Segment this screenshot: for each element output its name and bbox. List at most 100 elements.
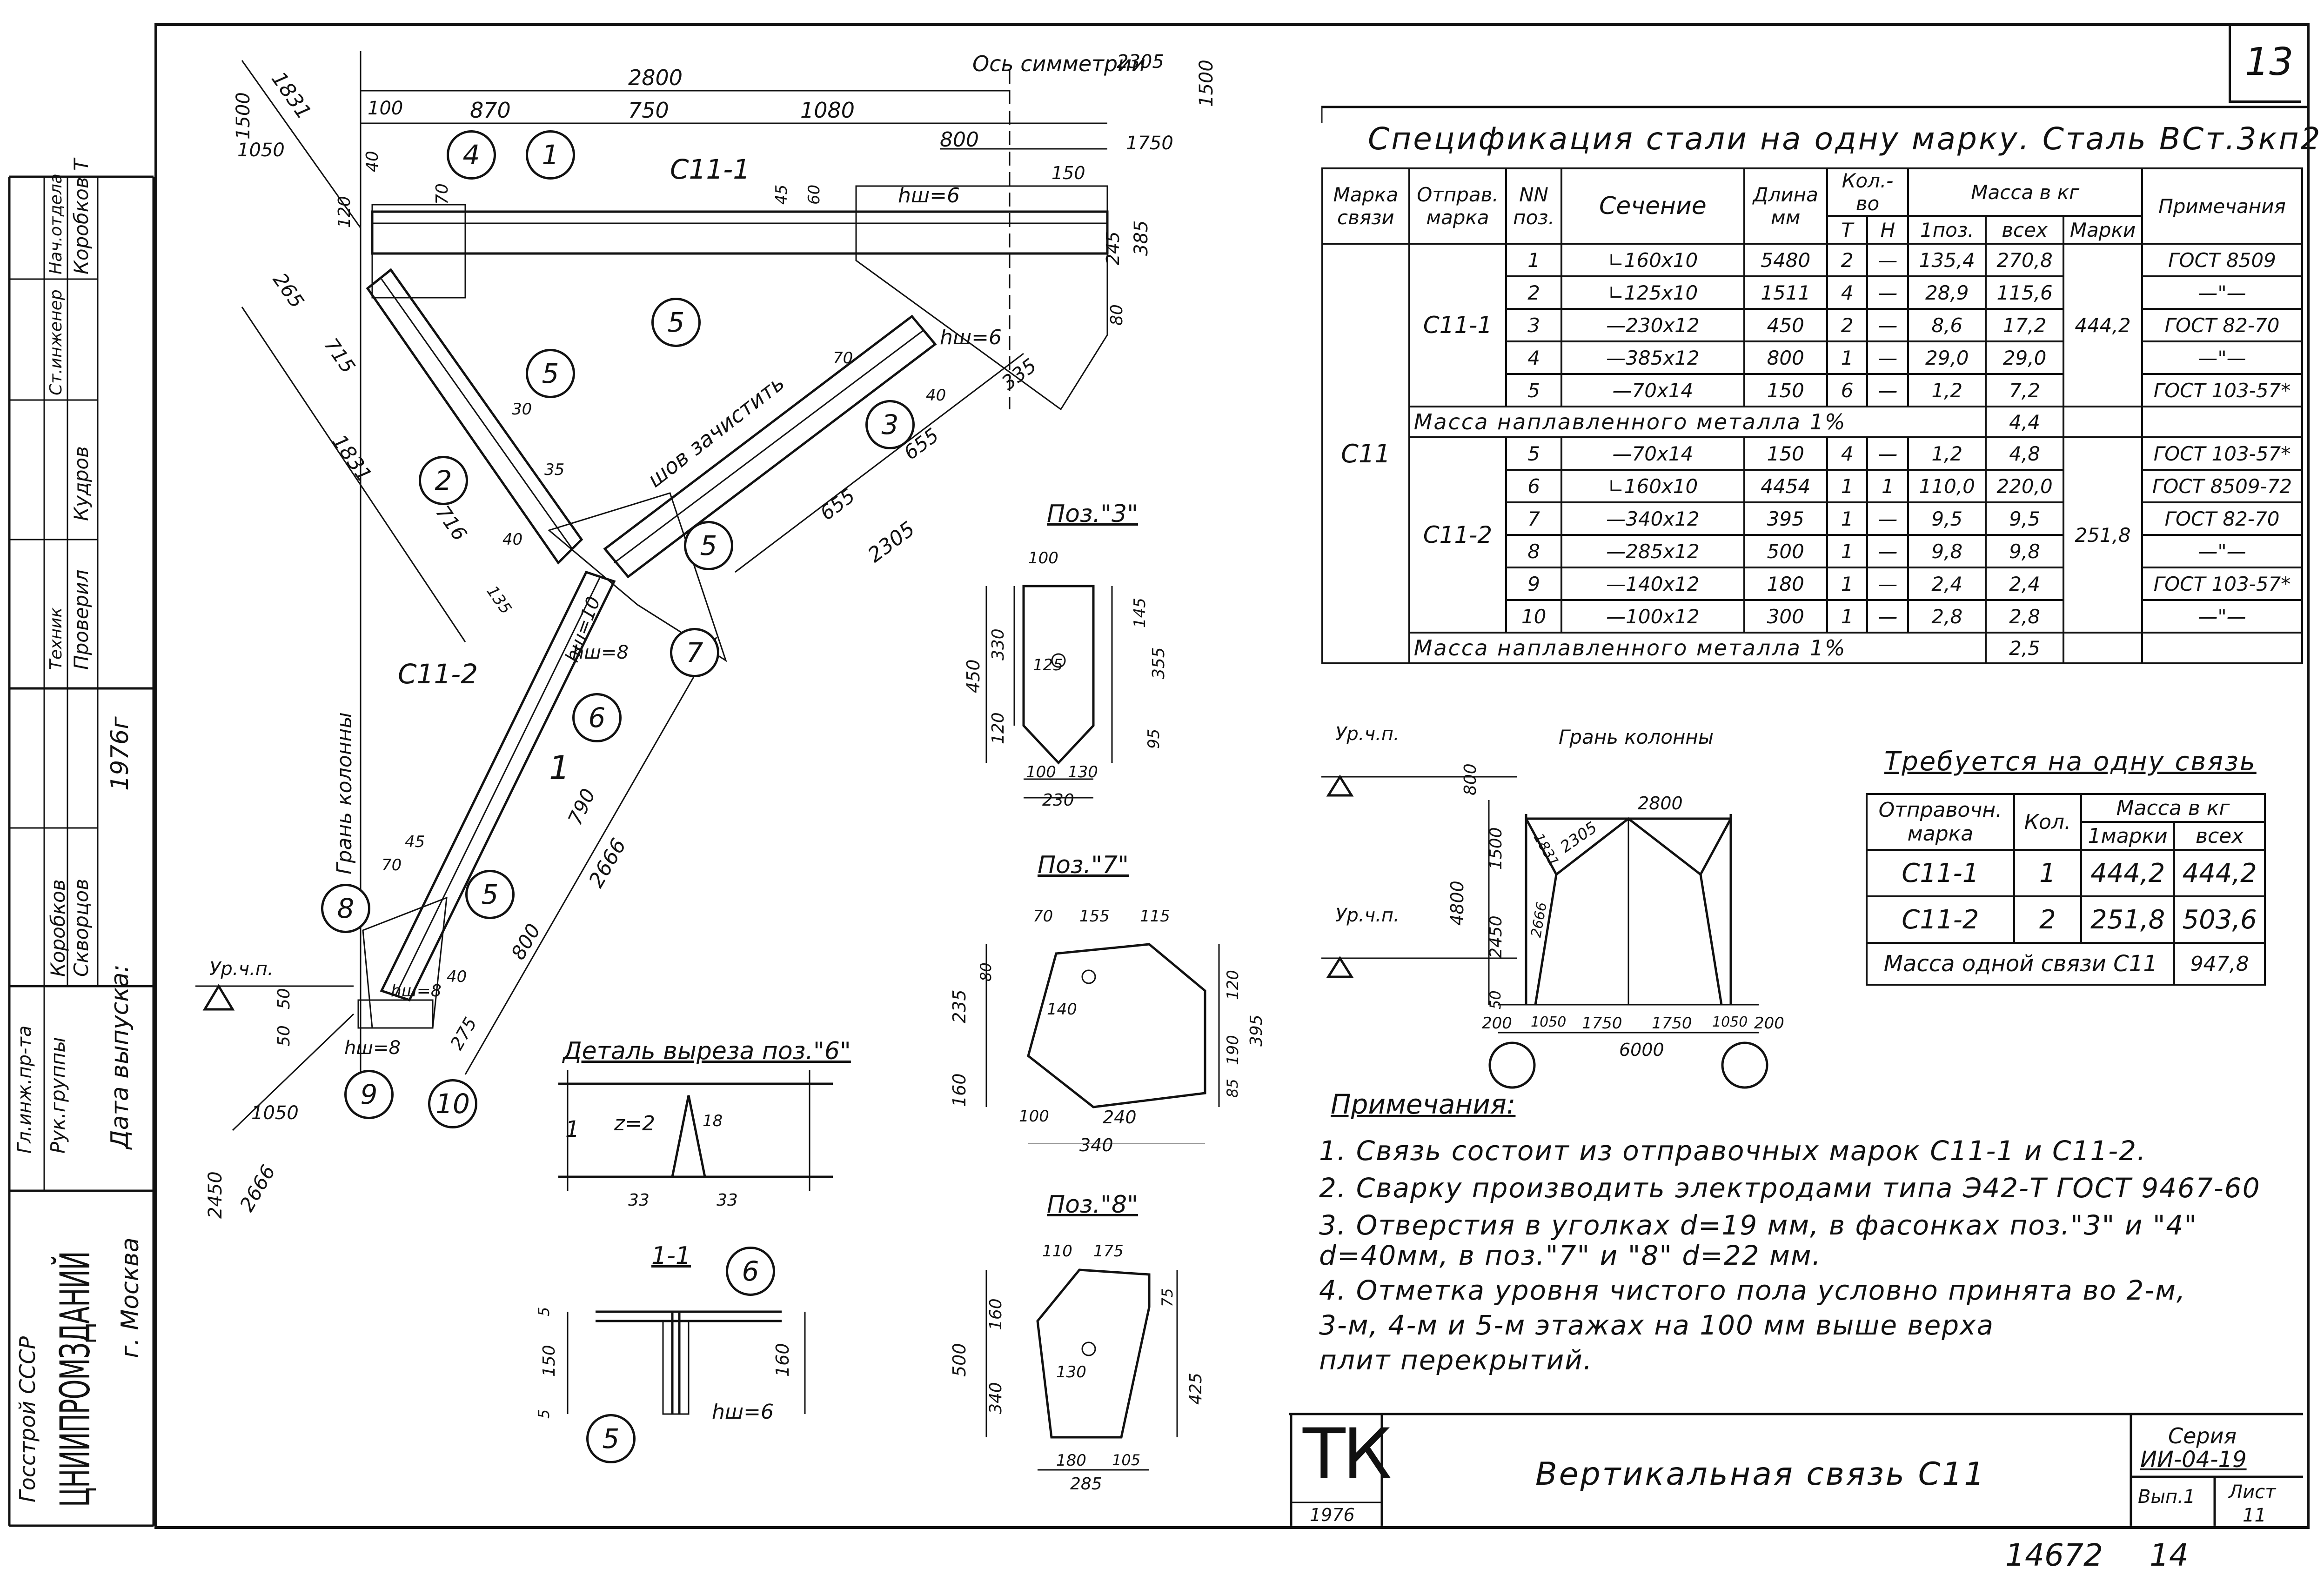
- spec-cell: —: [1866, 243, 1909, 277]
- spec-cell: ГОСТ 8509: [2141, 243, 2303, 277]
- axis-label: Ось симметрии: [972, 51, 1145, 76]
- dim-1050b: 1050: [251, 1102, 299, 1124]
- spec-cell: 4,8: [1985, 436, 2064, 471]
- spec-cell: 7,2: [1985, 373, 2064, 407]
- spec-title: Спецификация стали на одну марку. Сталь …: [1368, 121, 2322, 157]
- pos-marker-2: 2: [419, 456, 468, 505]
- dim-1500b: 1500: [1196, 60, 1217, 107]
- scheme-d2450: 2450: [1487, 915, 1506, 958]
- dim-45b: 45: [405, 833, 425, 851]
- column-face-label: Грань колонны: [333, 712, 356, 874]
- spec-cell: —"—: [2141, 534, 2303, 568]
- det7-d395: 395: [1247, 1014, 1266, 1047]
- bottom-number: 14672: [2005, 1537, 2103, 1573]
- dim-1500a: 1500: [233, 92, 254, 140]
- spec-cell: 2,8: [1907, 599, 1987, 634]
- spec-cell: 8,6: [1907, 308, 1987, 342]
- scheme-bottom-1750b: 1750: [1652, 1014, 1692, 1033]
- detail-pos3-title: Поз."3": [1047, 500, 1139, 528]
- spec-cell: 150: [1743, 436, 1828, 471]
- dim-750: 750: [628, 98, 669, 123]
- scheme-d1500: 1500: [1487, 827, 1506, 870]
- pos-marker-1: 1: [526, 130, 575, 180]
- spec-h-m1: 1поз.: [1907, 215, 1987, 245]
- spec-g1-weld-label: Масса наплавленного металла 1%: [1408, 406, 1987, 438]
- dim-70a: 70: [433, 183, 452, 205]
- spec-cell: —"—: [2141, 340, 2303, 375]
- dim-1080: 1080: [800, 98, 855, 123]
- det7-d70: 70: [1033, 907, 1053, 926]
- req-h-qty: Кол.: [2013, 793, 2083, 851]
- detail-cut-title: Деталь выреза поз."6": [563, 1037, 851, 1065]
- spec-cell: 9,5: [1985, 501, 2064, 536]
- page-number-box: 13: [2229, 26, 2301, 103]
- spec-h-mall: всех: [1985, 215, 2064, 245]
- pos-marker-5c: 5: [684, 521, 733, 570]
- detail-pos3-drawing: [985, 585, 1113, 799]
- det7-d80: 80: [977, 962, 995, 981]
- det7-d155: 155: [1079, 907, 1110, 926]
- dim-385: 385: [1131, 220, 1152, 256]
- scheme-bottom-200b: 200: [1754, 1014, 1784, 1033]
- spec-cell: 5: [1505, 373, 1562, 407]
- spec-g2-weld-label: Масса наплавленного металла 1%: [1408, 632, 1987, 664]
- dim-40a: 40: [363, 151, 382, 172]
- spec-table: Марка связи Отправ. марка NN поз. Сечени…: [1321, 167, 2303, 664]
- det8-d180: 180: [1056, 1451, 1086, 1470]
- spec-cell: —: [1866, 599, 1909, 634]
- title-logo-year: 1976: [1310, 1505, 1355, 1525]
- spec-cell: 17,2: [1985, 308, 2064, 342]
- cut-z: z=2: [614, 1112, 655, 1135]
- side-stamp-lines: [8, 175, 155, 1527]
- req-h-mass: Масса в кг: [2080, 793, 2266, 823]
- spec-cell: ГОСТ 82-70: [2141, 308, 2303, 342]
- spec-cell: 1: [1826, 469, 1869, 503]
- spec-h-section: Сечение: [1560, 167, 1745, 245]
- det7-d140: 140: [1047, 1000, 1077, 1019]
- det8-d340: 340: [986, 1382, 1005, 1414]
- section-11-title: 1-1: [651, 1242, 691, 1270]
- spec-h-n: Н: [1866, 215, 1909, 245]
- spec-cell: 9,8: [1907, 534, 1987, 568]
- spec-cell: —: [1866, 436, 1909, 471]
- pos-marker-4: 3: [865, 400, 915, 449]
- title-text: Вертикальная связь С11: [1535, 1456, 1986, 1493]
- spec-h-pos: NN поз.: [1505, 167, 1562, 245]
- weld-hw8-a: hш=8: [572, 642, 629, 663]
- spec-cell: 220,0: [1985, 469, 2064, 503]
- det8-d130: 130: [1056, 1363, 1086, 1381]
- spec-cell: 2,8: [1985, 599, 2064, 634]
- spec-cell: 450: [1743, 308, 1828, 342]
- spec-cell: ГОСТ 103-57*: [2141, 436, 2303, 471]
- dim-70c: 70: [382, 856, 402, 874]
- spec-cell: —: [1866, 567, 1909, 601]
- spec-h-length: Длина мм: [1743, 167, 1828, 245]
- weld-hw6-a: hш=6: [898, 184, 960, 207]
- req-cell: 503,6: [2173, 895, 2266, 944]
- det3-d145: 145: [1131, 598, 1149, 628]
- spec-cell: 300: [1743, 599, 1828, 634]
- required-table: Отправочн. марка Кол. Масса в кг 1марки …: [1865, 793, 2266, 986]
- title-series-label: Серия: [2168, 1423, 2237, 1448]
- spec-cell: 6: [1826, 373, 1869, 407]
- pos-marker-10: 10: [428, 1079, 477, 1128]
- spec-cell: 28,9: [1907, 275, 1987, 310]
- spec-cell: 1: [1826, 534, 1869, 568]
- scheme-drawing: [1321, 774, 1768, 1089]
- req-cell: 444,2: [2173, 849, 2266, 897]
- dim-60: 60: [805, 184, 824, 205]
- spec-cell: —230х12: [1560, 308, 1745, 342]
- spec-cell: 2,4: [1985, 567, 2064, 601]
- scheme-bottom-1750a: 1750: [1582, 1014, 1622, 1033]
- main-drawing: [195, 51, 1109, 1131]
- spec-cell: —"—: [2141, 275, 2303, 310]
- det7-d85: 85: [1224, 1079, 1241, 1098]
- pos-marker-5b: 5: [526, 349, 575, 398]
- pos-marker-7: 7: [670, 628, 719, 677]
- spec-g1-ship: С11-1: [1408, 243, 1507, 407]
- spec-cell: —385х12: [1560, 340, 1745, 375]
- brace-top-label: С11-1: [670, 153, 750, 185]
- spec-cell: 7: [1505, 501, 1562, 536]
- spec-cell: 1: [1826, 340, 1869, 375]
- note-line-6: 3-м, 4-м и 5-м этажах на 100 мм выше вер…: [1319, 1309, 1995, 1341]
